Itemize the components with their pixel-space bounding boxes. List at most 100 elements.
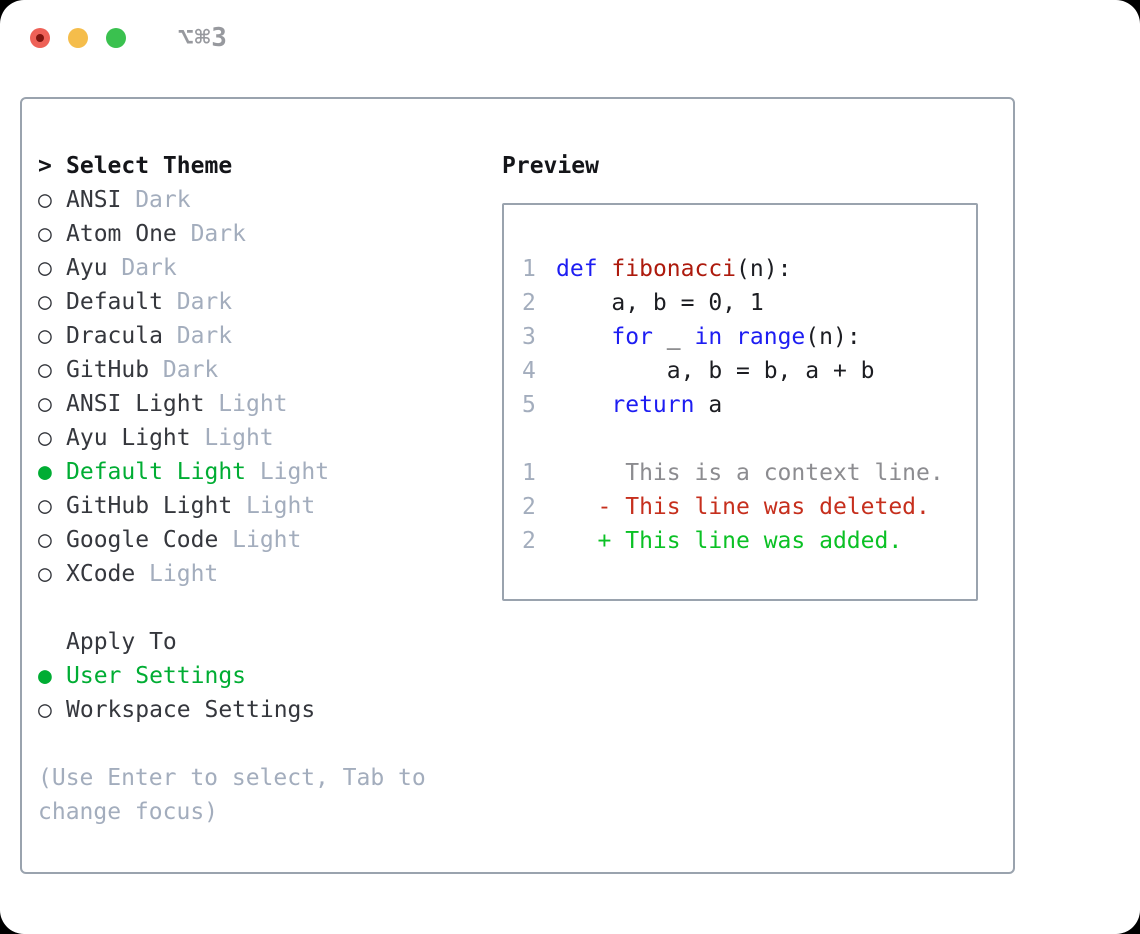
theme-option-ansi-light[interactable]: ○ ANSI Light Light [38, 387, 502, 421]
theme-option-atom-one-dark[interactable]: ○ Atom One Dark [38, 217, 502, 251]
radio-icon: ○ [38, 697, 52, 723]
diff-deleted-line: 2 - This line was deleted. [522, 490, 976, 524]
theme-name: Dracula [66, 323, 163, 349]
theme-option-google-code-light[interactable]: ○ Google Code Light [38, 523, 502, 557]
theme-name: Default Light [66, 459, 247, 485]
theme-option-xcode-light[interactable]: ○ XCode Light [38, 557, 502, 591]
diff-added-text: + This line was added. [556, 528, 903, 554]
radio-selected-icon: ● [38, 663, 52, 689]
preview-header: Preview [502, 149, 1003, 183]
line-number: 4 [522, 358, 536, 384]
theme-name: Default [66, 289, 163, 315]
apply-to-header: Apply To [38, 625, 502, 659]
diff-context-text: This is a context line. [556, 460, 944, 486]
spacer [38, 727, 502, 761]
line-number: 1 [522, 256, 536, 282]
radio-icon: ○ [38, 323, 52, 349]
line-number: 3 [522, 324, 536, 350]
code-line: 3 for _ in range(n): [522, 320, 976, 354]
theme-name: ANSI Light [66, 391, 205, 417]
select-theme-title: Select Theme [66, 153, 233, 179]
code-text: return a [611, 392, 723, 418]
line-number: 2 [522, 290, 536, 316]
titlebar: ⌥⌘3 [0, 0, 1140, 76]
theme-name: Google Code [66, 527, 219, 553]
apply-to-title: Apply To [66, 629, 177, 655]
radio-icon: ○ [38, 187, 52, 213]
theme-variant: Dark [162, 357, 219, 383]
theme-picker-panel: > Select Theme ○ ANSI Dark ○ Atom One Da… [20, 97, 1015, 874]
close-button-dot-icon [36, 34, 44, 42]
radio-icon: ○ [38, 391, 52, 417]
theme-option-ayu-dark[interactable]: ○ Ayu Dark [38, 251, 502, 285]
radio-icon: ○ [38, 561, 52, 587]
theme-option-github-light[interactable]: ○ GitHub Light Light [38, 489, 502, 523]
theme-option-dracula-dark[interactable]: ○ Dracula Dark [38, 319, 502, 353]
spacer [522, 422, 976, 456]
theme-variant: Dark [176, 289, 233, 315]
focus-caret-icon: > [38, 153, 52, 179]
code-text: a, b = b, a + b [556, 358, 875, 384]
theme-variant: Light [149, 561, 219, 587]
theme-option-ayu-light[interactable]: ○ Ayu Light Light [38, 421, 502, 455]
preview-box: 1 def fibonacci(n): 2 a, b = 0, 1 3 for … [502, 203, 978, 601]
theme-variant: Light [259, 459, 330, 485]
radio-icon: ○ [38, 527, 52, 553]
code-text: def fibonacci(n): [556, 256, 792, 282]
code-line: 1 def fibonacci(n): [522, 252, 976, 286]
theme-name: Ayu Light [66, 425, 191, 451]
apply-to-option-label: Workspace Settings [66, 697, 316, 723]
theme-option-default-dark[interactable]: ○ Default Dark [38, 285, 502, 319]
line-number: 2 [522, 494, 536, 520]
minimize-button[interactable] [68, 28, 88, 48]
theme-option-github-dark[interactable]: ○ GitHub Dark [38, 353, 502, 387]
code-text: for _ in range(n): [611, 324, 861, 350]
apply-to-option-user-settings[interactable]: ● User Settings [38, 659, 502, 693]
window-title-shortcut: ⌥⌘3 [178, 23, 228, 53]
theme-name: XCode [66, 561, 136, 587]
select-theme-header: > Select Theme [38, 149, 502, 183]
theme-name: Ayu [66, 255, 108, 281]
theme-variant: Light [218, 391, 288, 417]
apply-to-option-label: User Settings [66, 663, 247, 689]
radio-icon: ○ [38, 221, 52, 247]
code-line: 5 return a [522, 388, 976, 422]
theme-variant: Dark [190, 221, 246, 247]
marker-blank [38, 625, 66, 659]
theme-list-column: > Select Theme ○ ANSI Dark ○ Atom One Da… [38, 149, 502, 872]
theme-option-ansi-dark[interactable]: ○ ANSI Dark [38, 183, 502, 217]
line-number: 2 [522, 528, 536, 554]
line-number: 1 [522, 460, 536, 486]
radio-selected-icon: ● [38, 459, 52, 485]
radio-icon: ○ [38, 255, 52, 281]
theme-variant: Light [204, 425, 274, 451]
spacer [38, 591, 502, 625]
theme-variant: Dark [135, 187, 191, 213]
close-button[interactable] [30, 28, 50, 48]
theme-name: GitHub Light [66, 493, 233, 519]
line-number: 5 [522, 392, 536, 418]
radio-icon: ○ [38, 357, 52, 383]
code-text: a, b = 0, 1 [556, 290, 764, 316]
radio-icon: ○ [38, 425, 52, 451]
maximize-button[interactable] [106, 28, 126, 48]
theme-option-default-light[interactable]: ● Default Light Light [38, 455, 502, 489]
code-line: 2 a, b = 0, 1 [522, 286, 976, 320]
theme-name: ANSI [66, 187, 122, 213]
diff-added-line: 2 + This line was added. [522, 524, 976, 558]
diff-context-line: 1 This is a context line. [522, 456, 976, 490]
theme-name: Atom One [66, 221, 177, 247]
theme-variant: Light [232, 527, 302, 553]
diff-deleted-text: - This line was deleted. [556, 494, 930, 520]
theme-name: GitHub [66, 357, 150, 383]
preview-column: Preview 1 def fibonacci(n): 2 a, b = 0, … [502, 149, 1003, 872]
preview-title: Preview [502, 153, 599, 179]
theme-variant: Dark [176, 323, 233, 349]
radio-icon: ○ [38, 289, 52, 315]
keyboard-hint: (Use Enter to select, Tab to change focu… [38, 765, 426, 825]
apply-to-option-workspace-settings[interactable]: ○ Workspace Settings [38, 693, 502, 727]
code-line: 4 a, b = b, a + b [522, 354, 976, 388]
theme-variant: Dark [121, 255, 177, 281]
theme-variant: Light [245, 493, 316, 519]
